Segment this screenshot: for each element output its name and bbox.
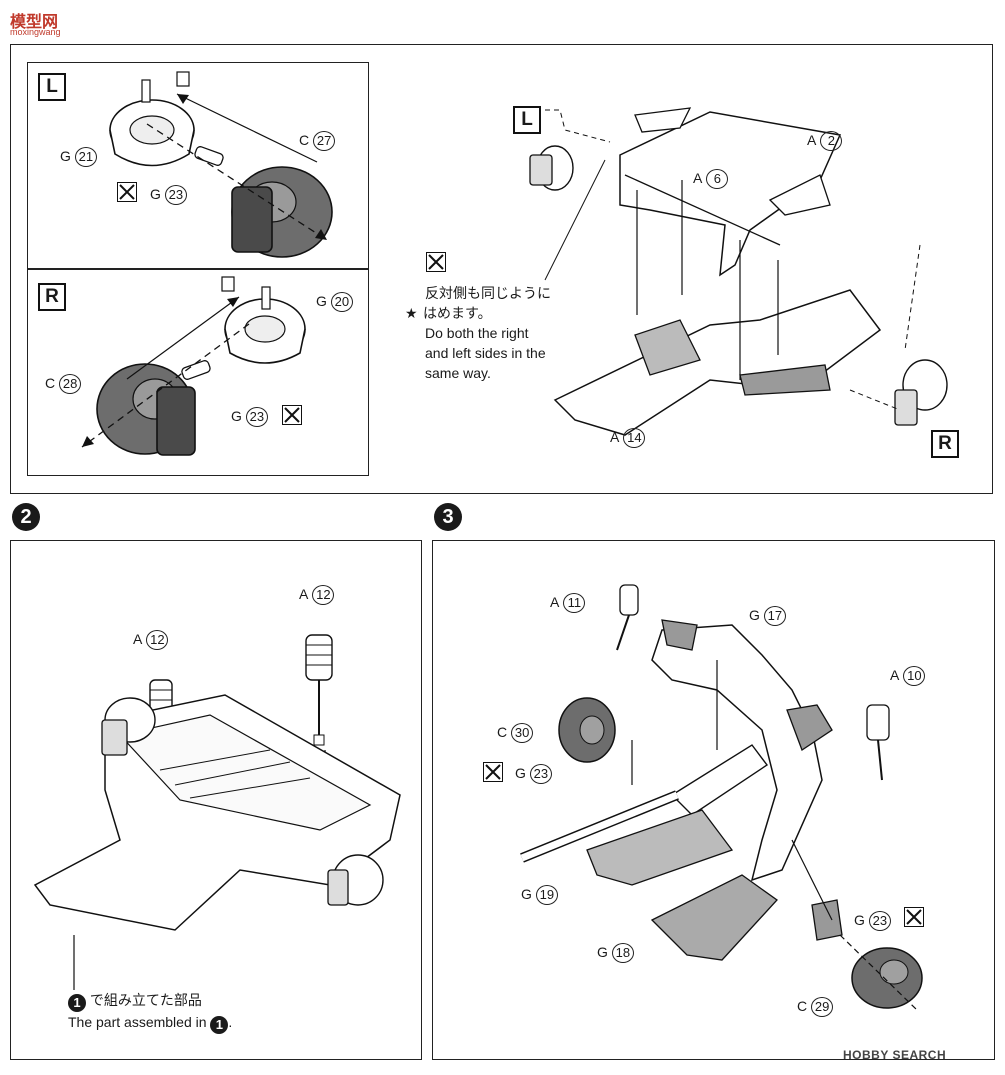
part-label-a12-right-number: 12 bbox=[312, 585, 335, 605]
part-label-g20-prefix: G bbox=[316, 293, 327, 309]
assembled-part-caption-jp: で組み立てた部品 bbox=[89, 992, 202, 1008]
part-label-a12-left-prefix: A bbox=[133, 631, 143, 647]
part-label-c30-prefix: C bbox=[497, 724, 508, 740]
both-sides-note-en-3: same way. bbox=[425, 365, 491, 381]
step-ref-icon: 1 bbox=[210, 1016, 229, 1034]
part-label-a6-prefix: A bbox=[693, 170, 703, 186]
cement-icon bbox=[117, 182, 137, 202]
part-label-a2-prefix: A bbox=[807, 132, 817, 148]
part-label-a10-prefix: A bbox=[890, 667, 900, 683]
part-label-c29-number: 29 bbox=[811, 997, 834, 1017]
part-label-a11-number: 11 bbox=[563, 593, 586, 613]
both-sides-note: 反対側も同じように ★ はめます。 Do both the right and l… bbox=[405, 283, 580, 383]
part-label-g21-prefix: G bbox=[60, 148, 71, 164]
site-logo-text: 模型网 bbox=[10, 14, 59, 31]
part-label-a12-right-prefix: A bbox=[299, 586, 309, 602]
part-label-g18-prefix: G bbox=[597, 944, 608, 960]
part-label-c28-number: 28 bbox=[59, 374, 82, 394]
step1-chassis-diagram bbox=[529, 107, 948, 436]
part-label-g19-prefix: G bbox=[521, 886, 532, 902]
step2-chassis-diagram bbox=[33, 634, 401, 990]
part-label-g18-number: 18 bbox=[611, 943, 634, 963]
part-label-g23-rear-number: 23 bbox=[529, 764, 552, 784]
left-wheel-hub-diagram bbox=[109, 71, 333, 258]
assembled-part-caption-en-row: The part assembled in 1. bbox=[68, 1014, 233, 1034]
part-label-g17-prefix: G bbox=[749, 607, 760, 623]
part-label-g23-left-number: 23 bbox=[164, 185, 187, 205]
star-icon: ★ bbox=[405, 305, 418, 321]
assembled-part-caption: 1 で組み立てた部品 The part assembled in 1. bbox=[68, 990, 318, 1034]
part-label-g21-number: 21 bbox=[74, 147, 97, 167]
part-label-g20-number: 20 bbox=[330, 292, 353, 312]
assembled-part-caption-en: The part assembled in bbox=[68, 1014, 207, 1030]
part-label-c28-prefix: C bbox=[45, 375, 56, 391]
part-label-a10-number: 10 bbox=[903, 666, 926, 686]
right-wheel-hub-diagram bbox=[81, 276, 306, 456]
site-logo-subtext: moxingwang bbox=[10, 27, 61, 37]
both-sides-note-jp-2: はめます。 bbox=[423, 305, 492, 321]
cement-icon bbox=[282, 405, 302, 425]
part-label-g17-number: 17 bbox=[763, 606, 786, 626]
part-label-a2-number: 2 bbox=[820, 131, 843, 151]
part-label-a12-left-number: 12 bbox=[146, 630, 169, 650]
step3-number: 3 bbox=[434, 503, 462, 531]
both-sides-note-en-1: Do both the right bbox=[425, 325, 529, 341]
part-label-c30-number: 30 bbox=[511, 723, 534, 743]
part-label-g23-right-number: 23 bbox=[245, 407, 268, 427]
part-label-g23-front-prefix: G bbox=[854, 912, 865, 928]
right-side-badge: R bbox=[38, 283, 66, 311]
part-label-a6-number: 6 bbox=[706, 169, 729, 189]
part-label-c29-prefix: C bbox=[797, 998, 808, 1014]
site-logo: 模型网 bbox=[10, 8, 58, 32]
cement-icon bbox=[483, 762, 503, 782]
cement-icon bbox=[904, 907, 924, 927]
hobby-search-watermark: HOBBY SEARCH bbox=[843, 1048, 946, 1062]
part-label-a11-prefix: A bbox=[550, 594, 560, 610]
left-side-badge: L bbox=[38, 73, 66, 101]
step2-number: 2 bbox=[12, 503, 40, 531]
chassis-right-badge: R bbox=[931, 430, 959, 458]
part-label-g23-front-number: 23 bbox=[868, 911, 891, 931]
part-label-a14-prefix: A bbox=[610, 429, 620, 445]
step3-suspension-diagram bbox=[520, 584, 923, 1011]
assembled-part-caption-jp-row: 1 で組み立てた部品 bbox=[68, 990, 318, 1012]
both-sides-note-en-2: and left sides in the bbox=[425, 345, 546, 361]
part-label-g23-left-prefix: G bbox=[150, 186, 161, 202]
part-label-g23-right-prefix: G bbox=[231, 408, 242, 424]
part-label-g23-rear-prefix: G bbox=[515, 765, 526, 781]
part-label-c27-prefix: C bbox=[299, 132, 310, 148]
watermark-text: HOBBY SEARCH bbox=[843, 1048, 947, 1062]
both-sides-note-jp-2-row: ★ はめます。 bbox=[405, 303, 580, 323]
step-ref-icon: 1 bbox=[68, 994, 86, 1012]
chassis-left-badge: L bbox=[513, 106, 541, 134]
part-label-a14-number: 14 bbox=[623, 428, 646, 448]
part-label-c27-number: 27 bbox=[313, 131, 336, 151]
part-label-g19-number: 19 bbox=[535, 885, 558, 905]
cement-icon bbox=[426, 252, 446, 272]
both-sides-note-jp-1: 反対側も同じように bbox=[425, 285, 551, 301]
